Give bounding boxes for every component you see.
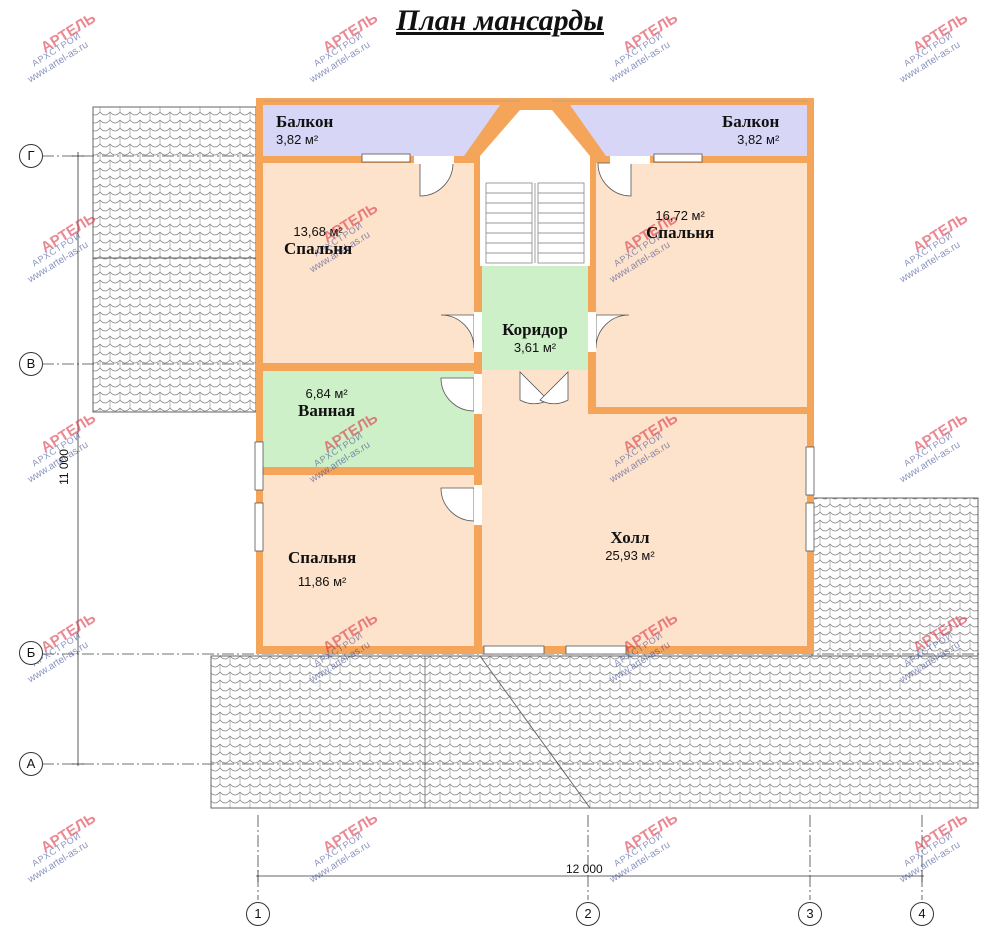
doors	[419, 162, 632, 522]
room-label-balcony-left: Балкон 3,82 м²	[276, 112, 333, 147]
axis-marker-v: В	[19, 352, 43, 376]
bedroom-top-left	[263, 163, 474, 363]
dimension-width: 12 000	[566, 862, 603, 876]
room-label-balcony-right: Балкон 3,82 м²	[722, 112, 779, 147]
room-label-bedroom-bottom-left: Спальня 11,86 м²	[288, 548, 356, 589]
bedroom-top-right	[596, 163, 807, 407]
room-name: Балкон	[276, 112, 334, 131]
dimension-lines	[72, 152, 924, 882]
door-openings	[414, 156, 650, 525]
axis-marker-2: 2	[576, 902, 600, 926]
room-name: Спальня	[646, 223, 715, 242]
room-name: Коридор	[502, 320, 568, 339]
axis-marker-1: 1	[246, 902, 270, 926]
room-area: 25,93 м²	[605, 548, 655, 563]
windows	[254, 153, 815, 655]
room-name: Балкон	[722, 112, 780, 131]
room-name: Холл	[610, 528, 650, 547]
page-title: План мансарды	[396, 4, 604, 37]
corridor	[482, 266, 588, 370]
bedroom-bottom-left	[263, 475, 474, 646]
room-area: 3,82 м²	[276, 132, 319, 147]
bathroom	[263, 371, 474, 467]
axis-marker-b: Б	[19, 641, 43, 665]
dimension-height: 11 000	[56, 449, 71, 485]
room-area: 3,61 м²	[513, 340, 557, 355]
room-area: 16,72 м²	[655, 208, 705, 223]
stairs	[485, 182, 585, 264]
room-label-corridor: Коридор 3,61 м²	[482, 320, 588, 355]
axis-marker-g: Г	[19, 144, 43, 168]
balcony-left	[263, 105, 500, 156]
room-area: 6,84 м²	[305, 386, 348, 401]
room-label-bedroom-top-right: 16,72 м² Спальня	[646, 208, 714, 243]
roof-areas	[92, 106, 979, 809]
axis-marker-4: 4	[910, 902, 934, 926]
room-label-bathroom: 6,84 м² Ванная	[298, 386, 355, 421]
balcony-right	[570, 105, 807, 156]
room-name: Спальня	[284, 239, 353, 258]
room-area: 11,86 м²	[297, 574, 347, 589]
room-name: Ванная	[298, 401, 356, 420]
room-name: Спальня	[288, 548, 357, 567]
axis-marker-3: 3	[798, 902, 822, 926]
room-area: 3,82 м²	[737, 132, 780, 147]
room-label-hall: Холл 25,93 м²	[590, 528, 670, 563]
hall	[482, 370, 807, 646]
room-area: 13,68 м²	[293, 224, 343, 239]
room-label-bedroom-top-left: 13,68 м² Спальня	[284, 224, 352, 259]
axis-marker-a: А	[19, 752, 43, 776]
